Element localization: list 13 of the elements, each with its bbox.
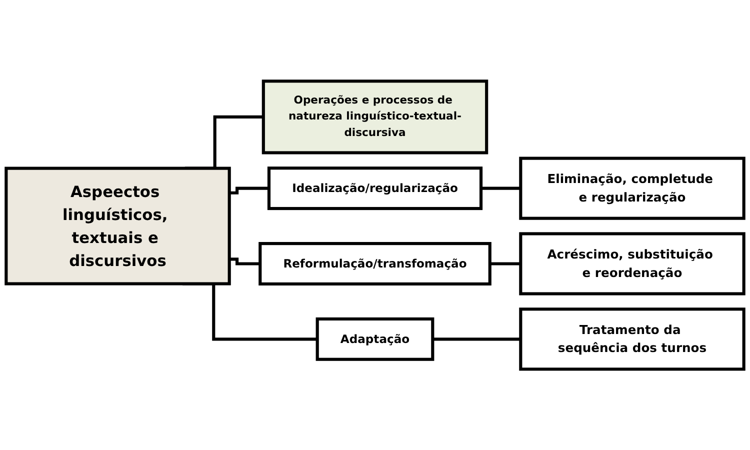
- node-box: Tratamento da sequência dos turnos: [519, 307, 746, 371]
- node-box: Reformulação/transfomação: [258, 242, 492, 286]
- node-box: Adaptação: [316, 317, 434, 361]
- node-box: Idealização/regularização: [267, 166, 483, 210]
- connector: [490, 262, 521, 266]
- node-box: Acréscimo, substituição e reordenação: [519, 232, 746, 296]
- node-box: Aspeectos linguísticos, textuais e discursivos: [4, 166, 231, 286]
- connector: [229, 257, 260, 266]
- node-box: Operações e processos de natureza linguístico-textual-discursiva: [262, 79, 488, 154]
- node-box: Eliminação, completude e regularização: [519, 156, 746, 220]
- connector: [432, 337, 521, 341]
- connector: [229, 186, 269, 194]
- connector: [481, 186, 521, 190]
